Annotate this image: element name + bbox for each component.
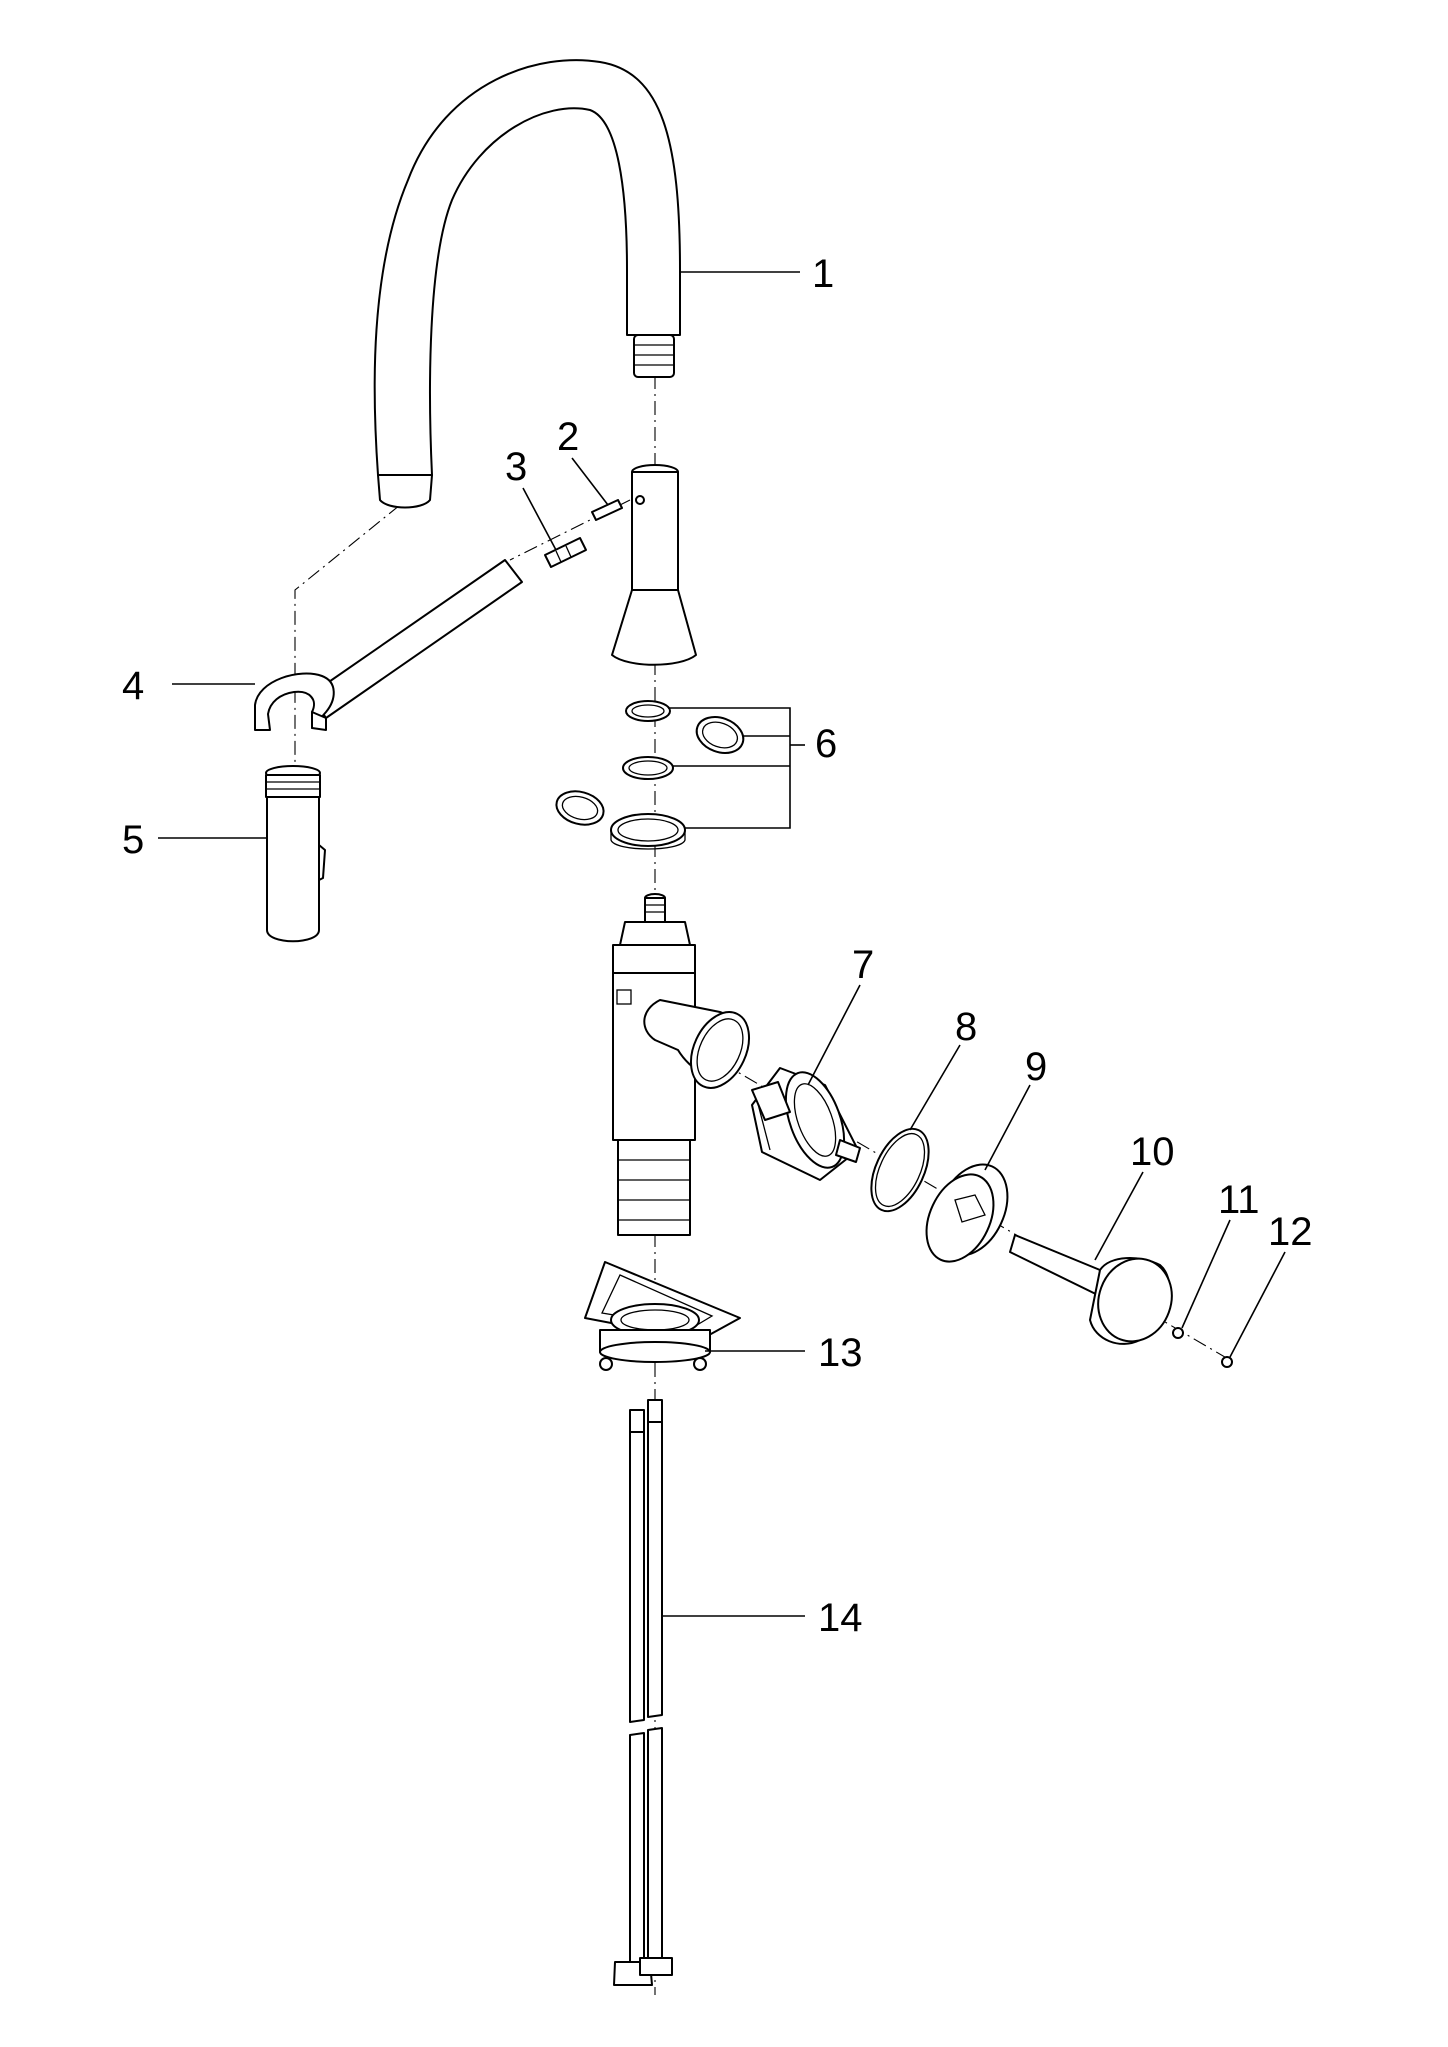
bushing-part [925, 1163, 1009, 1263]
lever-handle-part [1009, 1234, 1173, 1345]
callout-12: 12 [1268, 1210, 1313, 1254]
callout-13: 13 [818, 1331, 863, 1375]
ring-set-part [555, 700, 745, 850]
callout-2: 2 [557, 415, 579, 459]
mounting-bracket-part [584, 1261, 741, 1371]
fitting-part [544, 537, 587, 568]
valve-body [612, 893, 751, 1236]
callout-10: 10 [1130, 1130, 1175, 1174]
screw-part-11 [1172, 1327, 1184, 1339]
hose-guide-part [254, 559, 523, 731]
callout-14: 14 [818, 1596, 863, 1640]
leader-lines [158, 271, 1286, 1617]
callout-labels: 1 2 3 4 5 6 7 8 9 10 11 12 13 14 [122, 252, 1313, 1640]
cartridge-part [751, 1067, 861, 1181]
callout-9: 9 [1025, 1045, 1047, 1089]
spout-part [373, 59, 681, 509]
callout-7: 7 [852, 943, 874, 987]
supply-hoses-part [613, 1399, 673, 1986]
callout-6: 6 [815, 722, 837, 766]
pin-part [591, 499, 623, 521]
callout-1: 1 [812, 252, 834, 296]
callout-11: 11 [1218, 1178, 1260, 1222]
mounting-post [611, 464, 697, 666]
callout-5: 5 [122, 818, 144, 862]
callout-3: 3 [505, 445, 527, 489]
callout-8: 8 [955, 1005, 977, 1049]
screw-part-12 [1221, 1356, 1233, 1368]
spray-head-part [265, 765, 326, 943]
o-ring-part [870, 1127, 930, 1213]
callout-4: 4 [122, 664, 144, 708]
